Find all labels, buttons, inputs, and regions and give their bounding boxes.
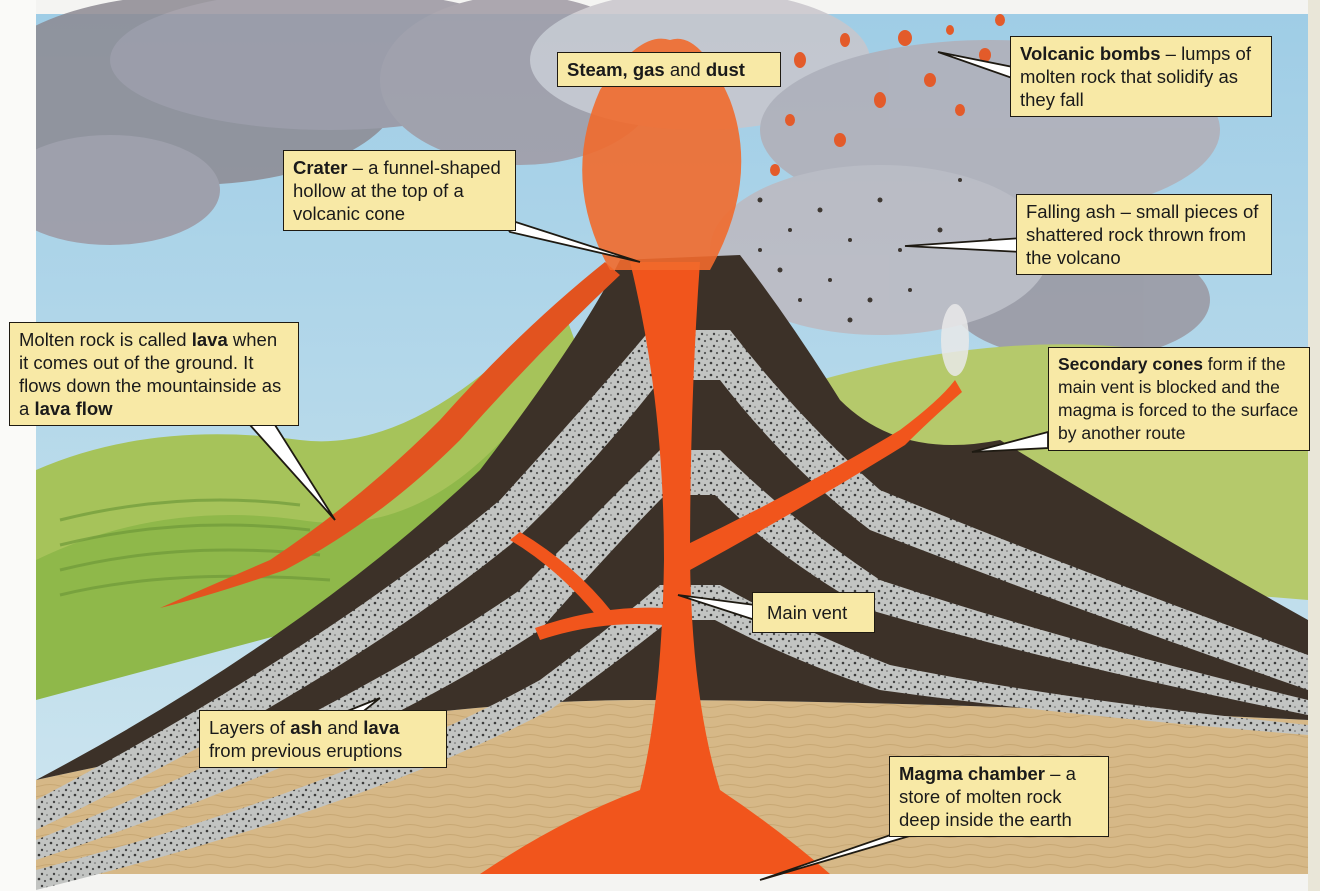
label-crater: Crater – a funnel-shaped hollow at the t… [283,150,516,231]
label-text-segment: lava flow [34,398,112,419]
label-text-segment: lava [192,329,228,350]
label-text-segment: and [322,717,363,738]
label-lava: Molten rock is called lava when it comes… [9,322,299,426]
label-text-segment: dust [706,59,745,80]
label-text-segment: Volcanic bombs [1020,43,1161,64]
label-text-segment: gas [633,59,665,80]
page-edge-gutter [0,0,36,891]
label-layers: Layers of ash and lava from previous eru… [199,710,447,768]
label-text-segment: Falling ash – small pieces of shattered … [1026,201,1264,268]
label-text-segment: Magma chamber [899,763,1045,784]
label-text-segment: Layers of [209,717,290,738]
label-text-segment: Steam, [567,59,633,80]
label-text-segment: lava [363,717,399,738]
label-secondary-cones: Secondary cones form if the main vent is… [1048,347,1310,451]
label-steam-gas-dust: Steam, gas and dust [557,52,781,87]
label-text-segment: Main vent [767,602,847,623]
label-volcanic-bombs: Volcanic bombs – lumps of molten rock th… [1010,36,1272,117]
label-text-segment: ash [290,717,322,738]
label-main-vent: Main vent [752,592,875,633]
label-text-segment: Secondary cones [1058,354,1203,374]
label-magma-chamber: Magma chamber – a store of molten rock d… [889,756,1109,837]
label-text-segment: and [665,59,706,80]
label-falling-ash: Falling ash – small pieces of shattered … [1016,194,1272,275]
label-text-segment: Crater [293,157,348,178]
label-text-segment: Molten rock is called [19,329,192,350]
secondary-cone-plume [941,304,969,376]
